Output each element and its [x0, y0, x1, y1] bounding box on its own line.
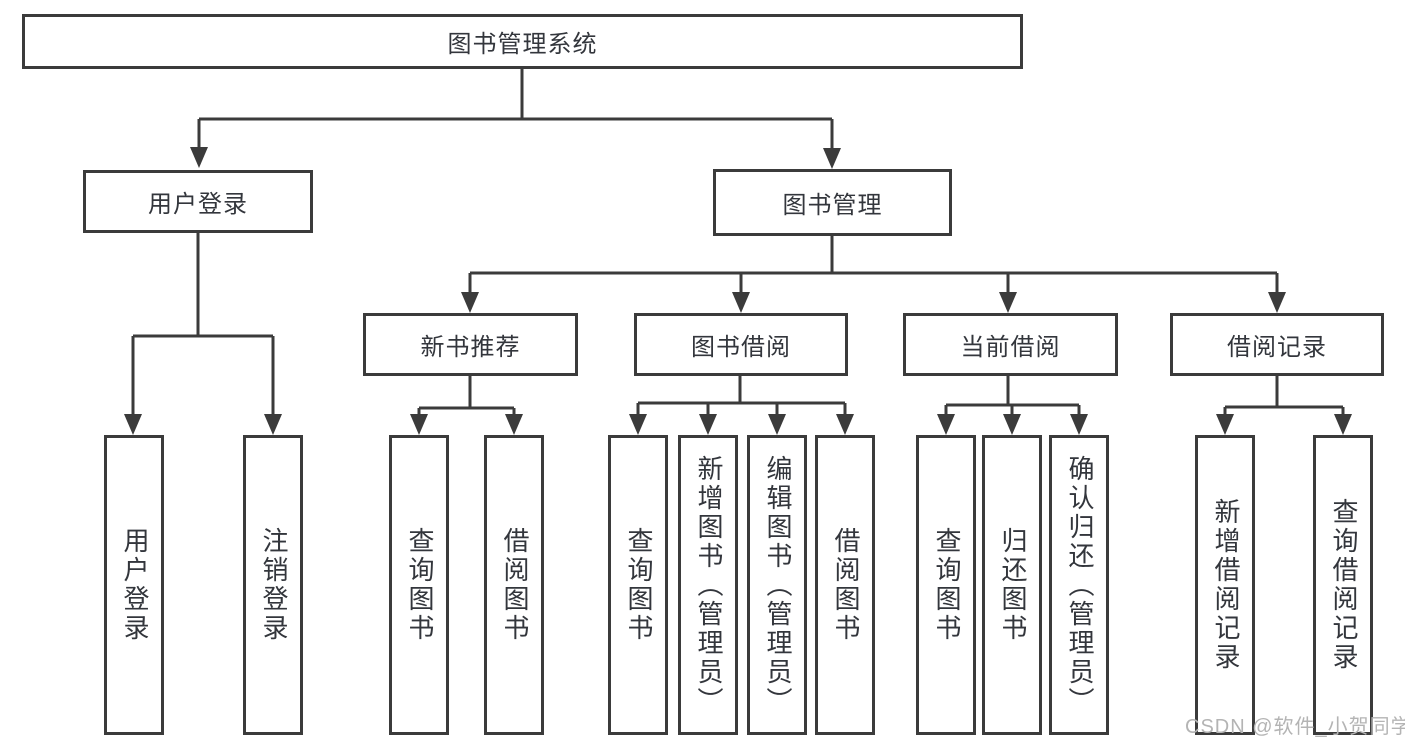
node-book-management: 图书管理: [713, 169, 952, 236]
node-book-borrow: 图书借阅: [634, 313, 848, 376]
leaf-borrow-books-label: 借阅图书: [830, 527, 861, 643]
leaf-current-query-books: 查询图书: [916, 435, 976, 735]
node-borrow-record: 借阅记录: [1170, 313, 1384, 376]
leaf-recommend-query-books-label: 查询图书: [404, 527, 435, 643]
leaf-current-query-books-label: 查询图书: [931, 527, 962, 643]
leaf-return-books-label: 归还图书: [997, 527, 1028, 643]
leaf-query-borrow-record-label: 查询借阅记录: [1328, 498, 1359, 672]
leaf-add-books-admin-label: 新增图书（管理员）: [693, 454, 724, 716]
node-user-login: 用户登录: [83, 170, 313, 233]
leaf-recommend-borrow-books: 借阅图书: [484, 435, 544, 735]
leaf-logout-label: 注销登录: [258, 527, 289, 643]
leaf-borrow-query-books: 查询图书: [608, 435, 668, 735]
leaf-query-borrow-record: 查询借阅记录: [1313, 435, 1373, 735]
leaf-user-login-label: 用户登录: [119, 527, 150, 643]
leaf-user-login: 用户登录: [104, 435, 164, 735]
csdn-watermark: CSDN @软件_小贺同学: [1185, 716, 1405, 738]
leaf-logout: 注销登录: [243, 435, 303, 735]
leaf-recommend-query-books: 查询图书: [389, 435, 449, 735]
leaf-return-books: 归还图书: [982, 435, 1042, 735]
leaf-edit-books-admin: 编辑图书（管理员）: [747, 435, 807, 735]
node-root-system: 图书管理系统: [22, 14, 1023, 69]
leaf-confirm-return-admin: 确认归还（管理员）: [1049, 435, 1109, 735]
node-current-borrow: 当前借阅: [903, 313, 1118, 376]
leaf-add-books-admin: 新增图书（管理员）: [678, 435, 738, 735]
leaf-confirm-return-admin-label: 确认归还（管理员）: [1064, 454, 1095, 716]
leaf-recommend-borrow-books-label: 借阅图书: [499, 527, 530, 643]
arrowheads: [124, 147, 1352, 435]
connector-paths: [131, 69, 1345, 417]
leaf-borrow-query-books-label: 查询图书: [623, 527, 654, 643]
leaf-edit-books-admin-label: 编辑图书（管理员）: [762, 454, 793, 716]
leaf-borrow-books: 借阅图书: [815, 435, 875, 735]
leaf-add-borrow-record: 新增借阅记录: [1195, 435, 1255, 735]
node-new-book-recommend: 新书推荐: [363, 313, 578, 376]
leaf-add-borrow-record-label: 新增借阅记录: [1210, 498, 1241, 672]
